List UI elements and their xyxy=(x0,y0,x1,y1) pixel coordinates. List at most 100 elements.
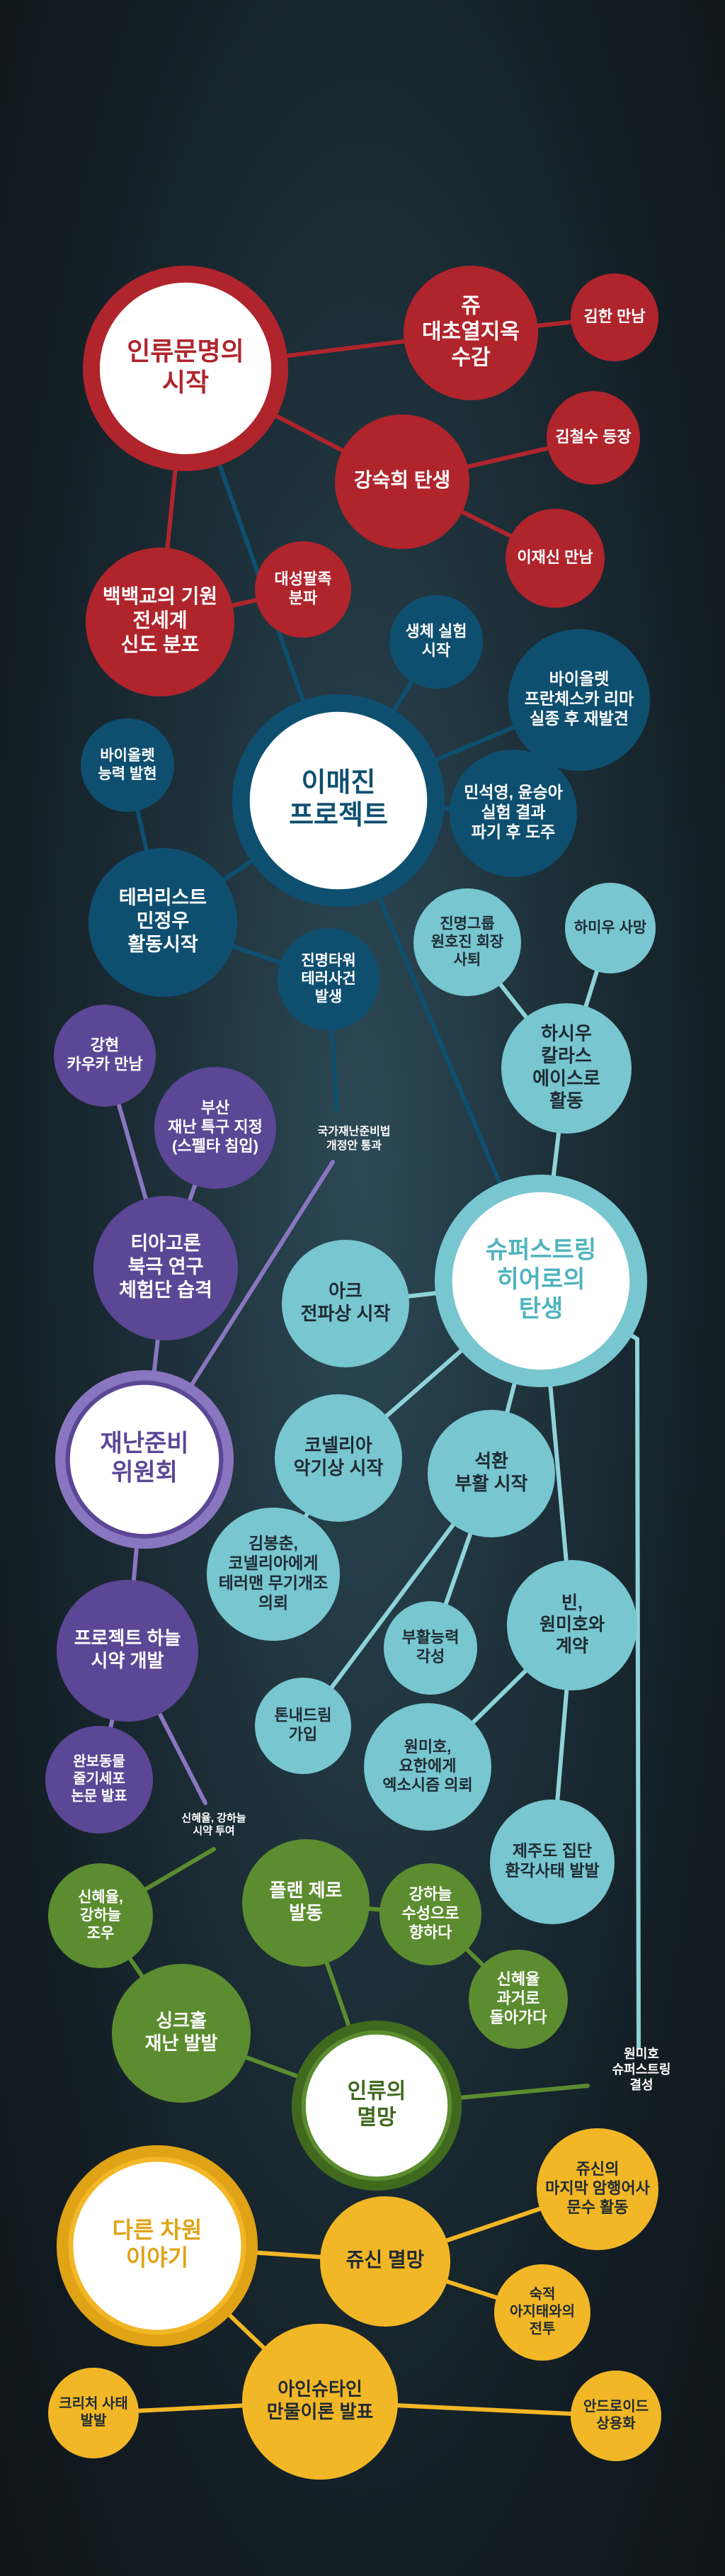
label-line: 각성 xyxy=(416,1647,445,1665)
node-circle xyxy=(93,1196,238,1340)
label-line: 수감 xyxy=(451,346,491,370)
label-line: 숙적 xyxy=(530,2286,556,2303)
label-line: 슈퍼스트링 xyxy=(486,1237,596,1264)
label-line: 재난 특구 지정 xyxy=(168,1118,263,1136)
node-title: 하미우 사망 xyxy=(574,920,646,936)
label-line: 민석영, 윤승아 xyxy=(464,783,563,801)
node-circle xyxy=(112,1964,251,2103)
node-hamiu-death[interactable]: 하미우 사망 xyxy=(565,883,656,973)
label-line: 테러맨 무기개조 xyxy=(219,1574,329,1592)
label-line: 코넬리아 xyxy=(304,1435,372,1456)
label-line: 능력 발현 xyxy=(98,765,156,781)
node-kimcheolsu-appear[interactable]: 김철수 등장 xyxy=(547,391,640,485)
node-jusin-extinct[interactable]: 쥬신 멸망 xyxy=(320,2196,450,2327)
node-meet-kimhan[interactable]: 김한 만남 xyxy=(571,273,658,361)
node-circle xyxy=(506,509,605,608)
node-title: 김철수 등장 xyxy=(555,428,631,446)
label-line: 강하늘 xyxy=(409,1885,452,1903)
node-circle xyxy=(379,1863,481,1965)
label-line: 위원회 xyxy=(111,1459,178,1486)
node-circle xyxy=(81,718,174,812)
label-line: 탄생 xyxy=(519,1295,564,1322)
label-line: 분파 xyxy=(289,589,318,606)
label-line: 아지태와의 xyxy=(510,2303,575,2320)
label-line: 체험단 습격 xyxy=(119,1279,212,1301)
label-line: 제주도 집단 xyxy=(513,1841,592,1860)
node-circle xyxy=(508,629,650,771)
hub-inner-circle xyxy=(244,706,433,895)
label-line: 인류의 xyxy=(348,2080,406,2103)
label-line: 빈, xyxy=(561,1593,583,1612)
node-circle xyxy=(494,2264,590,2361)
node-circle xyxy=(547,391,640,485)
label-line: 발동 xyxy=(289,1902,323,1923)
label-line: 계약 xyxy=(556,1636,588,1656)
label-line: 이야기 xyxy=(126,2245,188,2271)
label-line: 테러리스트 xyxy=(119,887,207,908)
node-kangsukhee-birth[interactable]: 강숙희 탄생 xyxy=(335,414,469,549)
node-circle xyxy=(48,2368,139,2458)
label-line: 하미우 사망 xyxy=(574,920,646,936)
label-line: 상용화 xyxy=(596,2415,636,2431)
label-line: 발발 xyxy=(81,2412,107,2429)
label-line: 실종 후 재발견 xyxy=(530,709,629,728)
label-line: 국가재난준비법 xyxy=(317,1125,390,1138)
node-meet-leejaesin[interactable]: 이재신 만남 xyxy=(506,509,605,608)
label-line: 북극 연구 xyxy=(128,1256,204,1277)
node-circle xyxy=(364,1703,491,1831)
label-line: 강하늘 xyxy=(80,1907,121,1923)
connection-line xyxy=(635,1337,641,2050)
label-line: 줄기세포 xyxy=(73,1770,125,1787)
hub-inner-circle xyxy=(94,277,277,460)
node-circle xyxy=(413,888,521,996)
